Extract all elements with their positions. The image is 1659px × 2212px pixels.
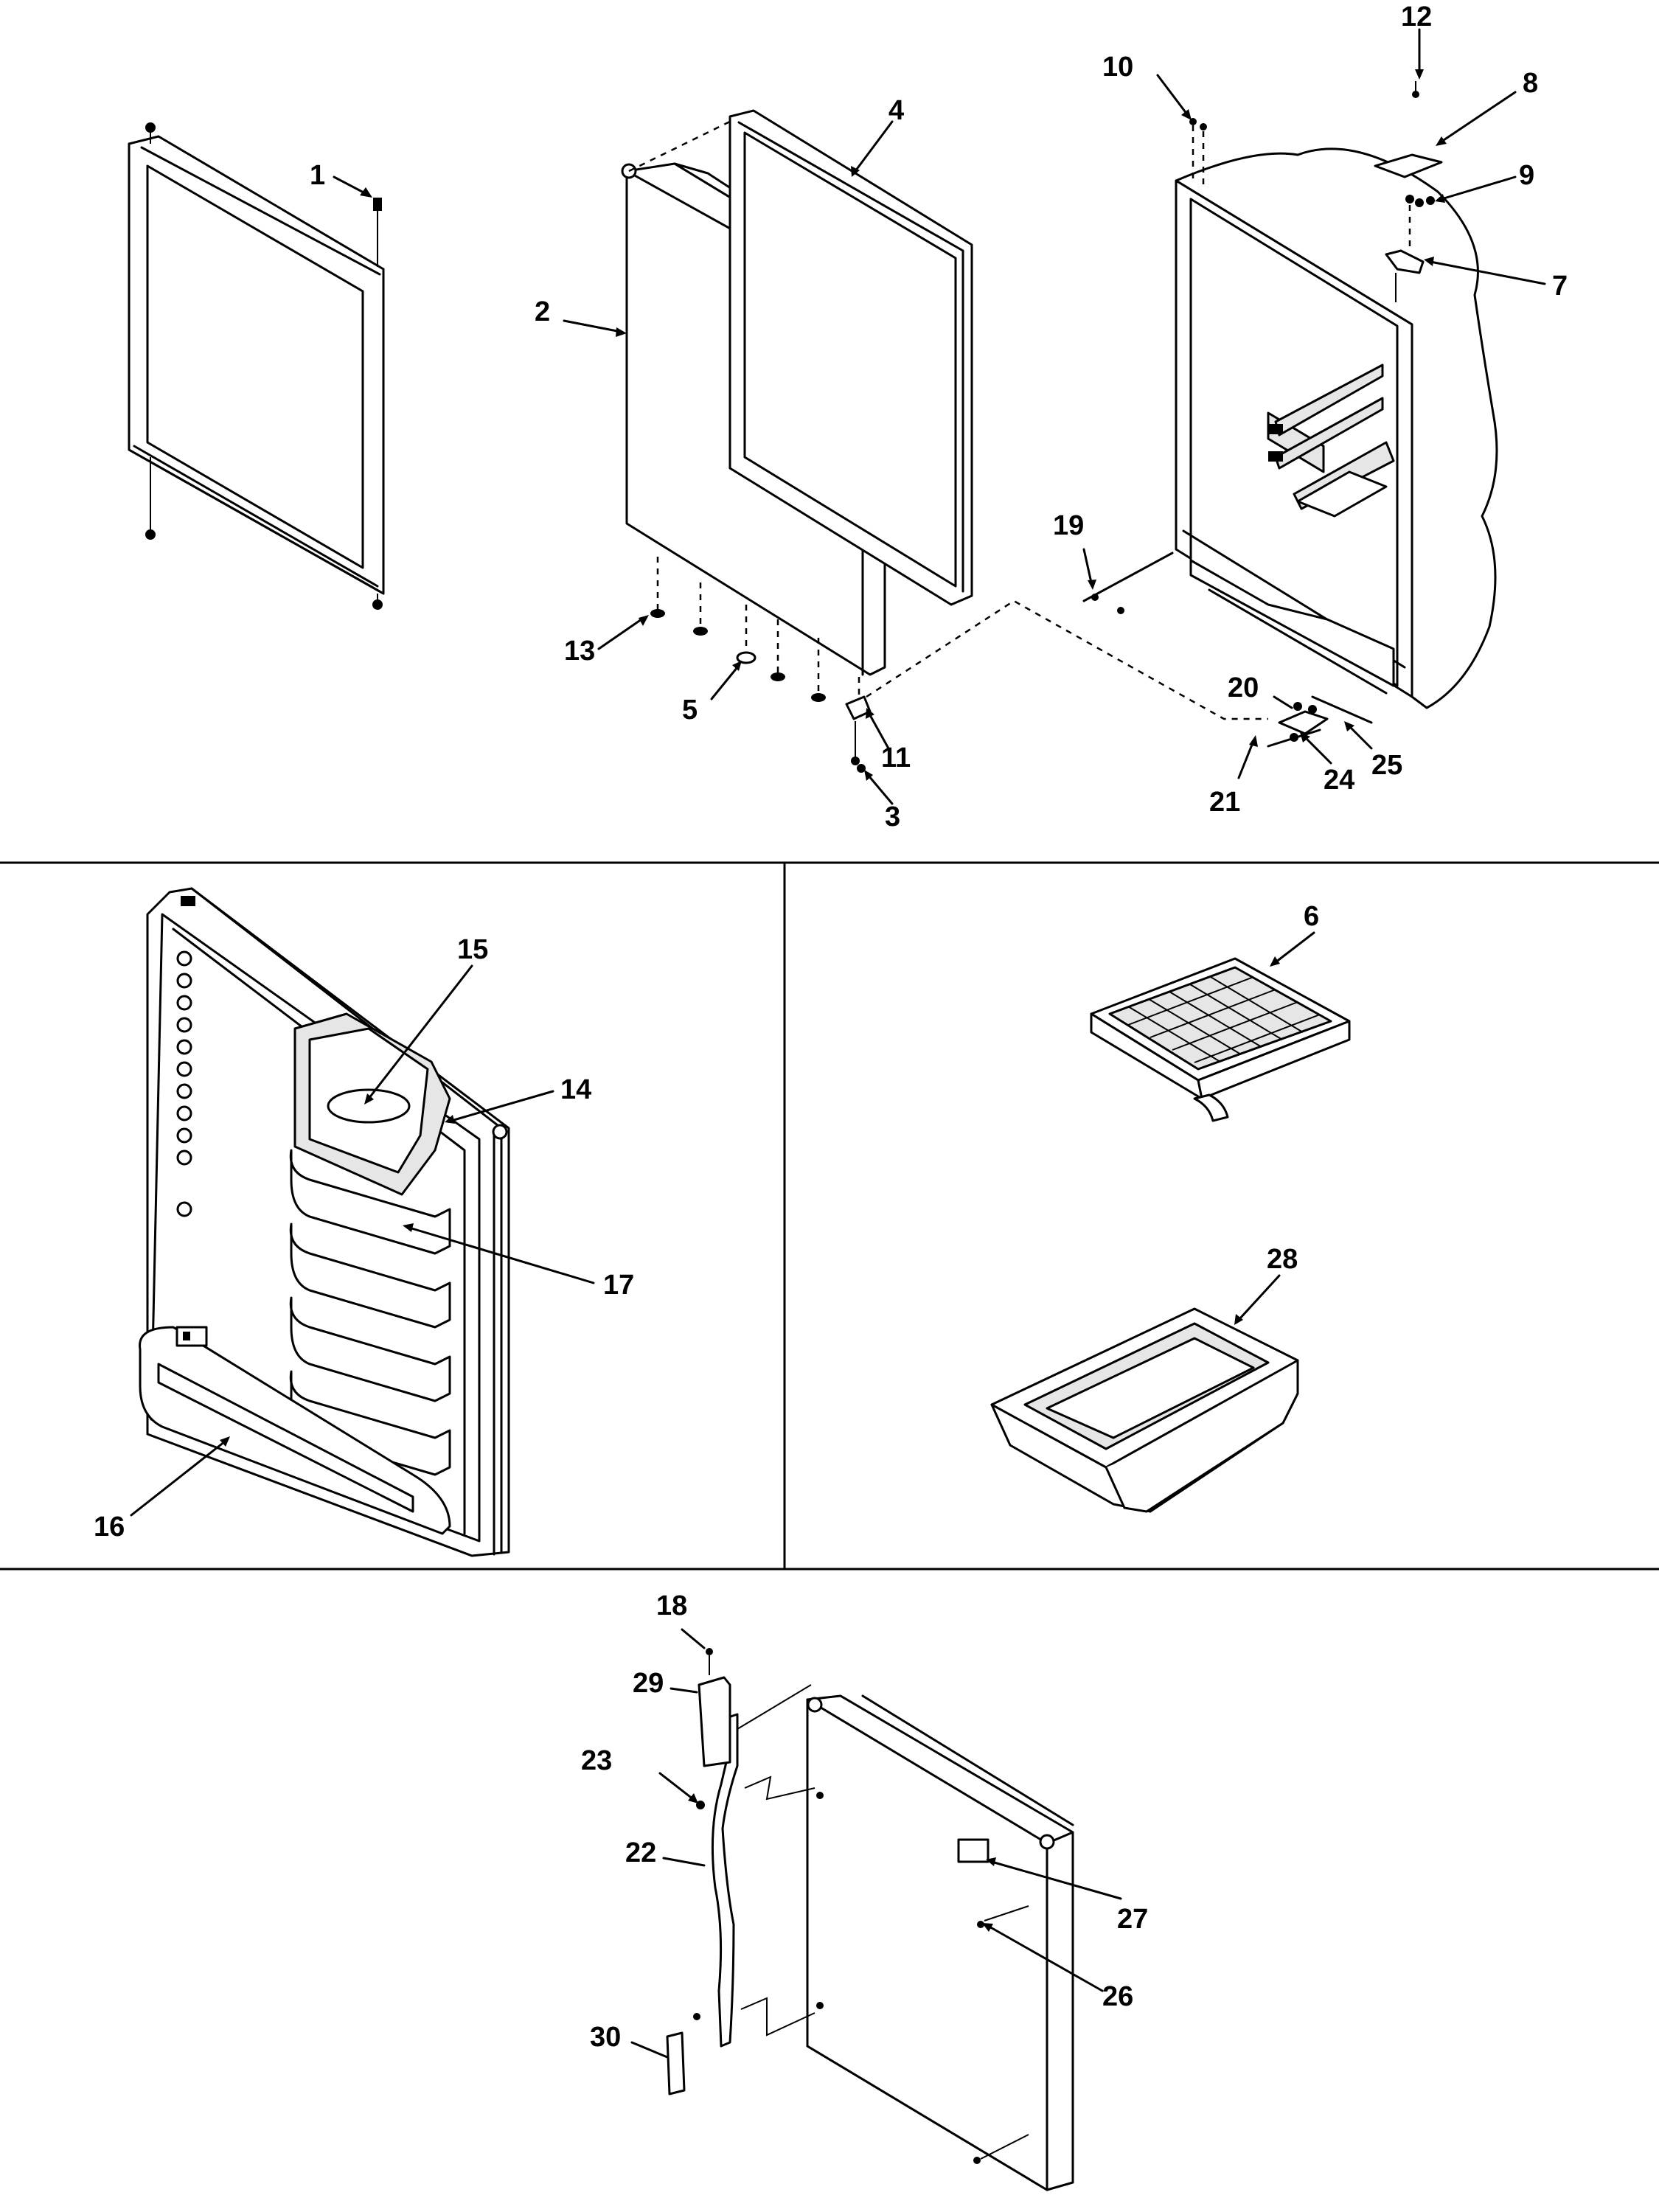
door-plugs	[650, 557, 1268, 773]
callout-26: 26	[1102, 1981, 1133, 2012]
callout-16: 16	[94, 1512, 125, 1543]
callout-12: 12	[1401, 1, 1432, 32]
callout-9: 9	[1519, 160, 1534, 191]
middle-right-leaders	[1234, 931, 1315, 1325]
callout-21: 21	[1209, 787, 1240, 818]
callout-6: 6	[1304, 901, 1319, 932]
refrigerator-cabinet	[1082, 81, 1498, 748]
ice-storage-bin	[990, 1307, 1299, 1513]
callout-1: 1	[310, 160, 325, 191]
callout-25: 25	[1371, 750, 1402, 781]
callout-30: 30	[590, 2022, 621, 2053]
outer-door-assembly	[737, 1684, 1074, 2191]
callout-4: 4	[888, 95, 904, 126]
callout-5: 5	[682, 695, 698, 726]
section-dividers	[0, 861, 1659, 1571]
door-gasket	[728, 109, 973, 606]
callout-11: 11	[881, 742, 911, 773]
ice-cube-tray	[1090, 957, 1351, 1122]
callout-labels: 1 2 3 4 5 6 7 8 9 10 11 12 13 14 15 16 1…	[94, 1, 1568, 2053]
callout-8: 8	[1523, 68, 1538, 99]
callout-18: 18	[656, 1590, 687, 1621]
callout-14: 14	[560, 1074, 591, 1105]
callout-2: 2	[535, 296, 550, 327]
callout-17: 17	[603, 1270, 634, 1301]
callout-23: 23	[581, 1745, 612, 1776]
callout-15: 15	[457, 934, 488, 965]
bottom-leaders	[630, 1628, 1122, 2059]
callout-10: 10	[1102, 52, 1133, 83]
callout-27: 27	[1117, 1904, 1148, 1935]
callout-24: 24	[1324, 765, 1354, 796]
middle-left-leaders	[130, 964, 595, 1517]
callout-29: 29	[633, 1668, 664, 1699]
door-frame	[128, 122, 385, 610]
door-handle	[666, 1648, 739, 2096]
callout-13: 13	[564, 636, 595, 667]
callout-7: 7	[1552, 271, 1568, 302]
callout-3: 3	[885, 801, 900, 832]
callout-20: 20	[1228, 672, 1259, 703]
callout-19: 19	[1053, 510, 1084, 541]
top-leaders	[333, 28, 1546, 805]
callout-22: 22	[625, 1837, 656, 1868]
door-inner-liner	[139, 887, 510, 1557]
callout-28: 28	[1267, 1244, 1298, 1275]
